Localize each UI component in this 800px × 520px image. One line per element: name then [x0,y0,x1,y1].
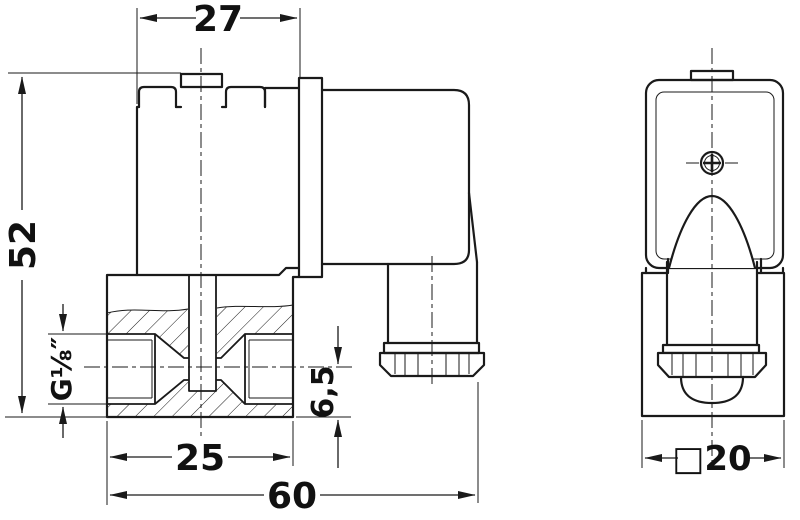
dim-52-label: 52 [3,220,44,270]
dim-thread-label: G⅛″ [45,337,78,401]
nut-knurling [394,353,470,376]
dimension-52: 52 [3,72,181,418]
front-gland-flange [661,343,761,355]
front-gland-tube [665,260,759,347]
front-nut-knurling [671,353,754,377]
dim-6-5-label: 6,5 [306,365,341,418]
dimension-27: 27 [136,0,301,104]
left-port [107,333,189,405]
front-dimensions: □20 [641,420,785,479]
front-cable-dome [679,375,745,405]
dimension-25: 25 [106,421,294,505]
din-connector [320,88,486,386]
side-dimensions: 27 52 G⅛″ 6,5 25 [3,0,479,517]
front-view [640,48,786,462]
section-hatching [106,304,294,417]
connector-plate [297,76,324,279]
right-port [216,333,293,405]
side-view [84,48,486,437]
central-bore [188,276,217,392]
break-line [216,304,294,309]
dim-25-label: 25 [175,438,225,479]
dim-square-20-label: □20 [672,439,751,479]
dimension-6-5: 6,5 [296,326,351,468]
dimension-60: 60 [109,382,479,517]
dim-60-label: 60 [267,476,317,517]
dimension-square-20: □20 [641,420,785,479]
dim-27-label: 27 [193,0,243,40]
connector-edge [467,191,479,264]
housing-feet [644,257,785,275]
cable-gland-nut [378,351,486,378]
cable-gland-tube [386,260,479,345]
break-line [106,308,189,314]
front-connector-housing [644,69,785,275]
dimension-port-thread: G⅛″ [45,304,107,438]
coil-body [135,72,301,277]
